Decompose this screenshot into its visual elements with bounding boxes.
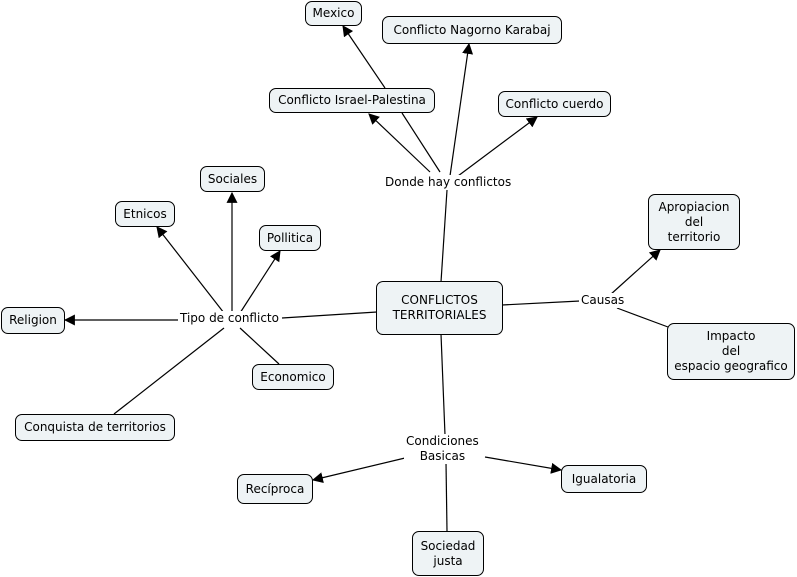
concept-mexico[interactable]: Mexico [305,1,362,26]
link-tipo-de-conflicto: Tipo de conflicto [178,311,281,326]
edge-tipo-economico [239,327,280,365]
edge-donde-nagorno [449,42,474,177]
edge-tipo-pollitica [239,250,281,314]
link-causas: Causas [579,293,627,308]
edge-tipo-etnicos [156,226,225,314]
concept-religion[interactable]: Religion [1,307,65,334]
concept-apropiacion-del-territorio[interactable]: Apropiacion del territorio [648,194,740,250]
edge-donde-mexico [342,25,386,89]
edge-root-donde [440,189,448,283]
concept-reciproca[interactable]: Recíproca [237,474,313,504]
edge-cond-reciproca [311,457,406,484]
edge-root-tipo [281,311,378,319]
concept-conquista-de-territorios[interactable]: Conquista de territorios [15,414,175,441]
concept-impacto-espacio-geografico[interactable]: Impacto del espacio geografico [667,323,795,380]
edge-donde-israel [368,113,431,173]
concept-israel-palestina[interactable]: Conflicto Israel-Palestina [269,88,435,113]
concept-sociales[interactable]: Sociales [200,166,265,192]
concept-conflicto-cuerdo[interactable]: Conflicto cuerdo [498,91,611,117]
edge-tipo-conquista [113,327,225,415]
edge-root-causas [501,300,581,306]
edge-cond-igualatoria [484,456,563,474]
concept-sociedad-justa[interactable]: Sociedad justa [412,531,484,576]
concept-etnicos[interactable]: Etnicos [115,201,175,227]
link-donde-hay-conflictos: Donde hay conflictos [383,175,514,190]
edge-causas-apropiacion [609,249,661,296]
edge-root-condiciones [440,333,446,436]
concept-economico[interactable]: Economico [252,364,334,390]
edge-causas-impacto [616,307,669,328]
concept-pollitica[interactable]: Pollitica [259,225,321,251]
link-condiciones-basicas: Condiciones Basicas [404,434,481,464]
concept-igualatoria[interactable]: Igualatoria [561,465,647,493]
root-concept[interactable]: CONFLICTOS TERRITORIALES [376,281,503,335]
edge-donde-israel2 [401,112,441,173]
edge-cond-sociedad [445,461,448,532]
edge-donde-cuerdo [457,116,538,177]
concept-nagorno-karabaj[interactable]: Conflicto Nagorno Karabaj [382,16,562,44]
